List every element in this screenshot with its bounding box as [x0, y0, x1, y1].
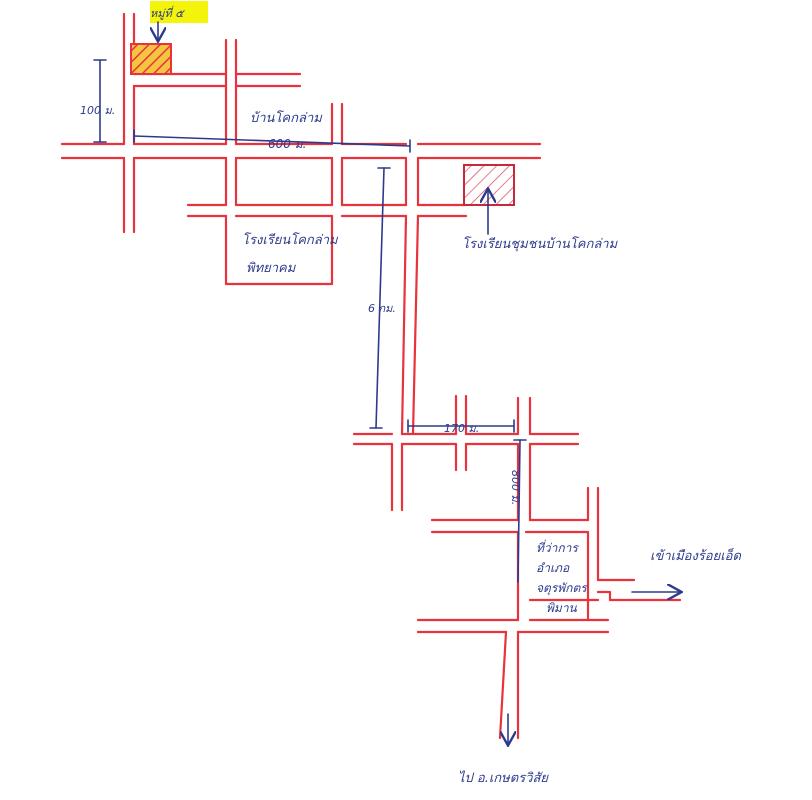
target-village-marker [130, 43, 172, 75]
village-name: บ้านโคกล่าม [250, 110, 323, 126]
school-2-marker [463, 164, 515, 206]
district-office-line-1: ที่ว่าการ [536, 539, 579, 555]
district-office-line-4: พิมาน [546, 601, 578, 615]
to-south-label: ไป อ.เกษตรวิสัย [458, 770, 549, 786]
distance-lower-horizontal: 170 ม. [444, 422, 479, 435]
school-2-label: โรงเรียนชุมชนบ้านโคกล่าม [462, 236, 619, 252]
road-network [60, 12, 682, 740]
school-1-line-2: พิทยาคม [246, 261, 297, 276]
district-office-line-2: อำเภอ [536, 561, 570, 575]
target-highlight-box [150, 1, 208, 23]
target-label: หมู่ที่ ๕ [150, 5, 185, 20]
distance-horizontal-top: 600 ม. [268, 137, 306, 151]
distance-long-vertical: 6 กม. [368, 302, 396, 315]
to-city-label: เข้าเมืองร้อยเอ็ด [650, 547, 741, 564]
distance-lower-vertical: 800 ม. [509, 470, 522, 505]
district-office-line-3: จตุรพักตร [536, 581, 588, 596]
distance-vertical-north: 100 ม. [80, 104, 115, 117]
school-1-line-1: โรงเรียนโคกล่าม [242, 232, 339, 248]
annotations: หมู่ที่ ๕ 100 ม. บ้านโคกล่าม 600 ม. โรงเ… [80, 5, 741, 786]
